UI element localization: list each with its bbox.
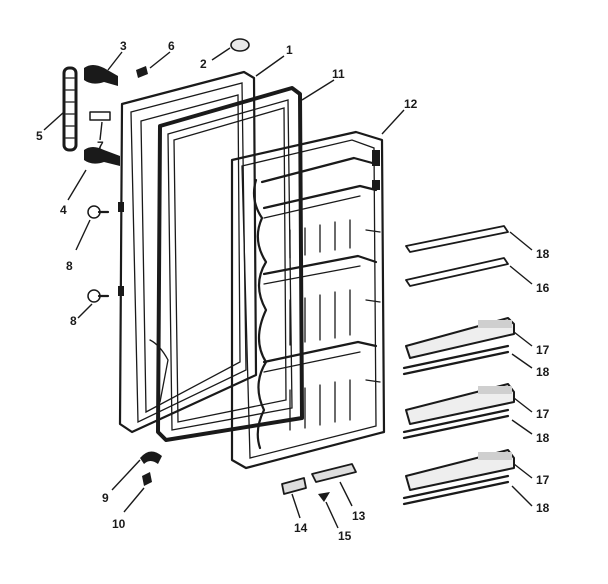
callout-17-a: 17 xyxy=(536,343,550,357)
shelf-front-17-a xyxy=(405,317,515,359)
outer-door-panel xyxy=(118,70,258,434)
door-gasket xyxy=(156,86,304,442)
handle-bar xyxy=(62,66,78,152)
hinge-pin xyxy=(142,472,152,486)
door-stop-14 xyxy=(281,477,307,495)
callout-2: 2 xyxy=(200,57,207,71)
callout-16: 16 xyxy=(536,281,550,295)
callout-13: 13 xyxy=(352,509,366,523)
callout-6: 6 xyxy=(168,39,175,53)
door-stop-13 xyxy=(311,463,357,483)
shelf-front-17-c xyxy=(405,449,515,491)
handle-cap-bottom xyxy=(84,147,120,166)
plug-button xyxy=(230,38,250,52)
handle-insert xyxy=(89,111,111,121)
callout-18-a: 18 xyxy=(536,365,550,379)
callout-11: 11 xyxy=(332,67,345,81)
screw-6 xyxy=(136,66,148,78)
callout-1: 1 xyxy=(286,43,293,57)
callout-8-lower: 8 xyxy=(70,314,77,328)
callout-3: 3 xyxy=(120,39,127,53)
callout-18-top: 18 xyxy=(536,247,550,261)
hinge-bushing xyxy=(140,451,162,464)
callout-12: 12 xyxy=(404,97,418,111)
callout-8-upper: 8 xyxy=(66,259,73,273)
shelf-rail-18-top xyxy=(405,225,509,253)
inner-door-liner xyxy=(230,130,386,470)
callout-10: 10 xyxy=(112,517,126,531)
callout-17-b: 17 xyxy=(536,407,550,421)
callout-7: 7 xyxy=(97,139,104,153)
callout-18-c: 18 xyxy=(536,501,550,515)
callout-5: 5 xyxy=(36,129,43,143)
callout-15: 15 xyxy=(338,529,352,543)
callout-9: 9 xyxy=(102,491,109,505)
cam-15 xyxy=(318,492,330,502)
callout-17-c: 17 xyxy=(536,473,550,487)
callout-18-b: 18 xyxy=(536,431,550,445)
shelf-front-17-b xyxy=(405,383,515,425)
shelf-rail-18-a xyxy=(402,344,510,376)
handle-cap-top xyxy=(84,65,118,86)
leader-lines xyxy=(43,47,533,529)
screw-8-upper xyxy=(87,205,110,219)
callout-labels: 1 2 3 4 5 6 7 8 8 9 10 11 12 13 14 15 16… xyxy=(36,39,550,543)
shelf-rail-18-b xyxy=(402,408,510,440)
shelf-rail-16 xyxy=(405,257,509,287)
shelf-rail-18-c xyxy=(402,474,510,506)
callout-4: 4 xyxy=(60,203,67,217)
screw-8-lower xyxy=(87,289,110,303)
callout-14: 14 xyxy=(294,521,308,535)
